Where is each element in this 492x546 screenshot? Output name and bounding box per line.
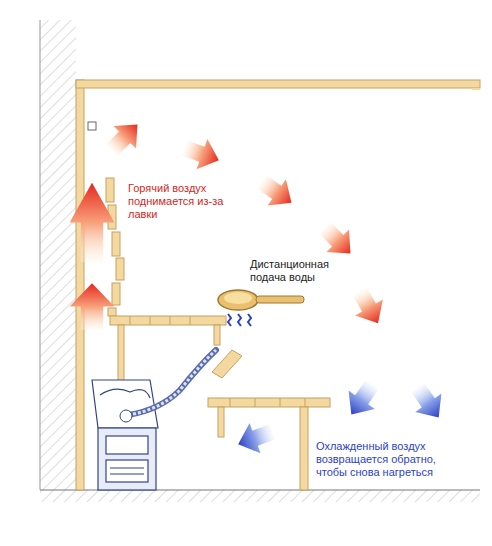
floor-hatch — [40, 490, 480, 502]
vent — [88, 122, 96, 130]
wall-hatch — [40, 20, 76, 490]
cool-air-label: Охлажденный воздух возвращается обратно,… — [316, 440, 446, 479]
upper-bench — [110, 316, 226, 385]
backrest — [106, 178, 124, 316]
heater — [92, 380, 158, 490]
hose — [128, 350, 216, 415]
water-drops — [228, 314, 251, 326]
lower-bench — [208, 398, 330, 490]
wall-lining — [76, 80, 84, 490]
water-supply-label: Дистанционная подача воды — [250, 258, 350, 284]
water-ladle — [218, 290, 304, 310]
hot-air-arrows — [70, 113, 392, 331]
hot-air-label: Горячий воздух поднимается из-за лавки — [128, 182, 228, 221]
ceiling-lining — [76, 80, 480, 88]
